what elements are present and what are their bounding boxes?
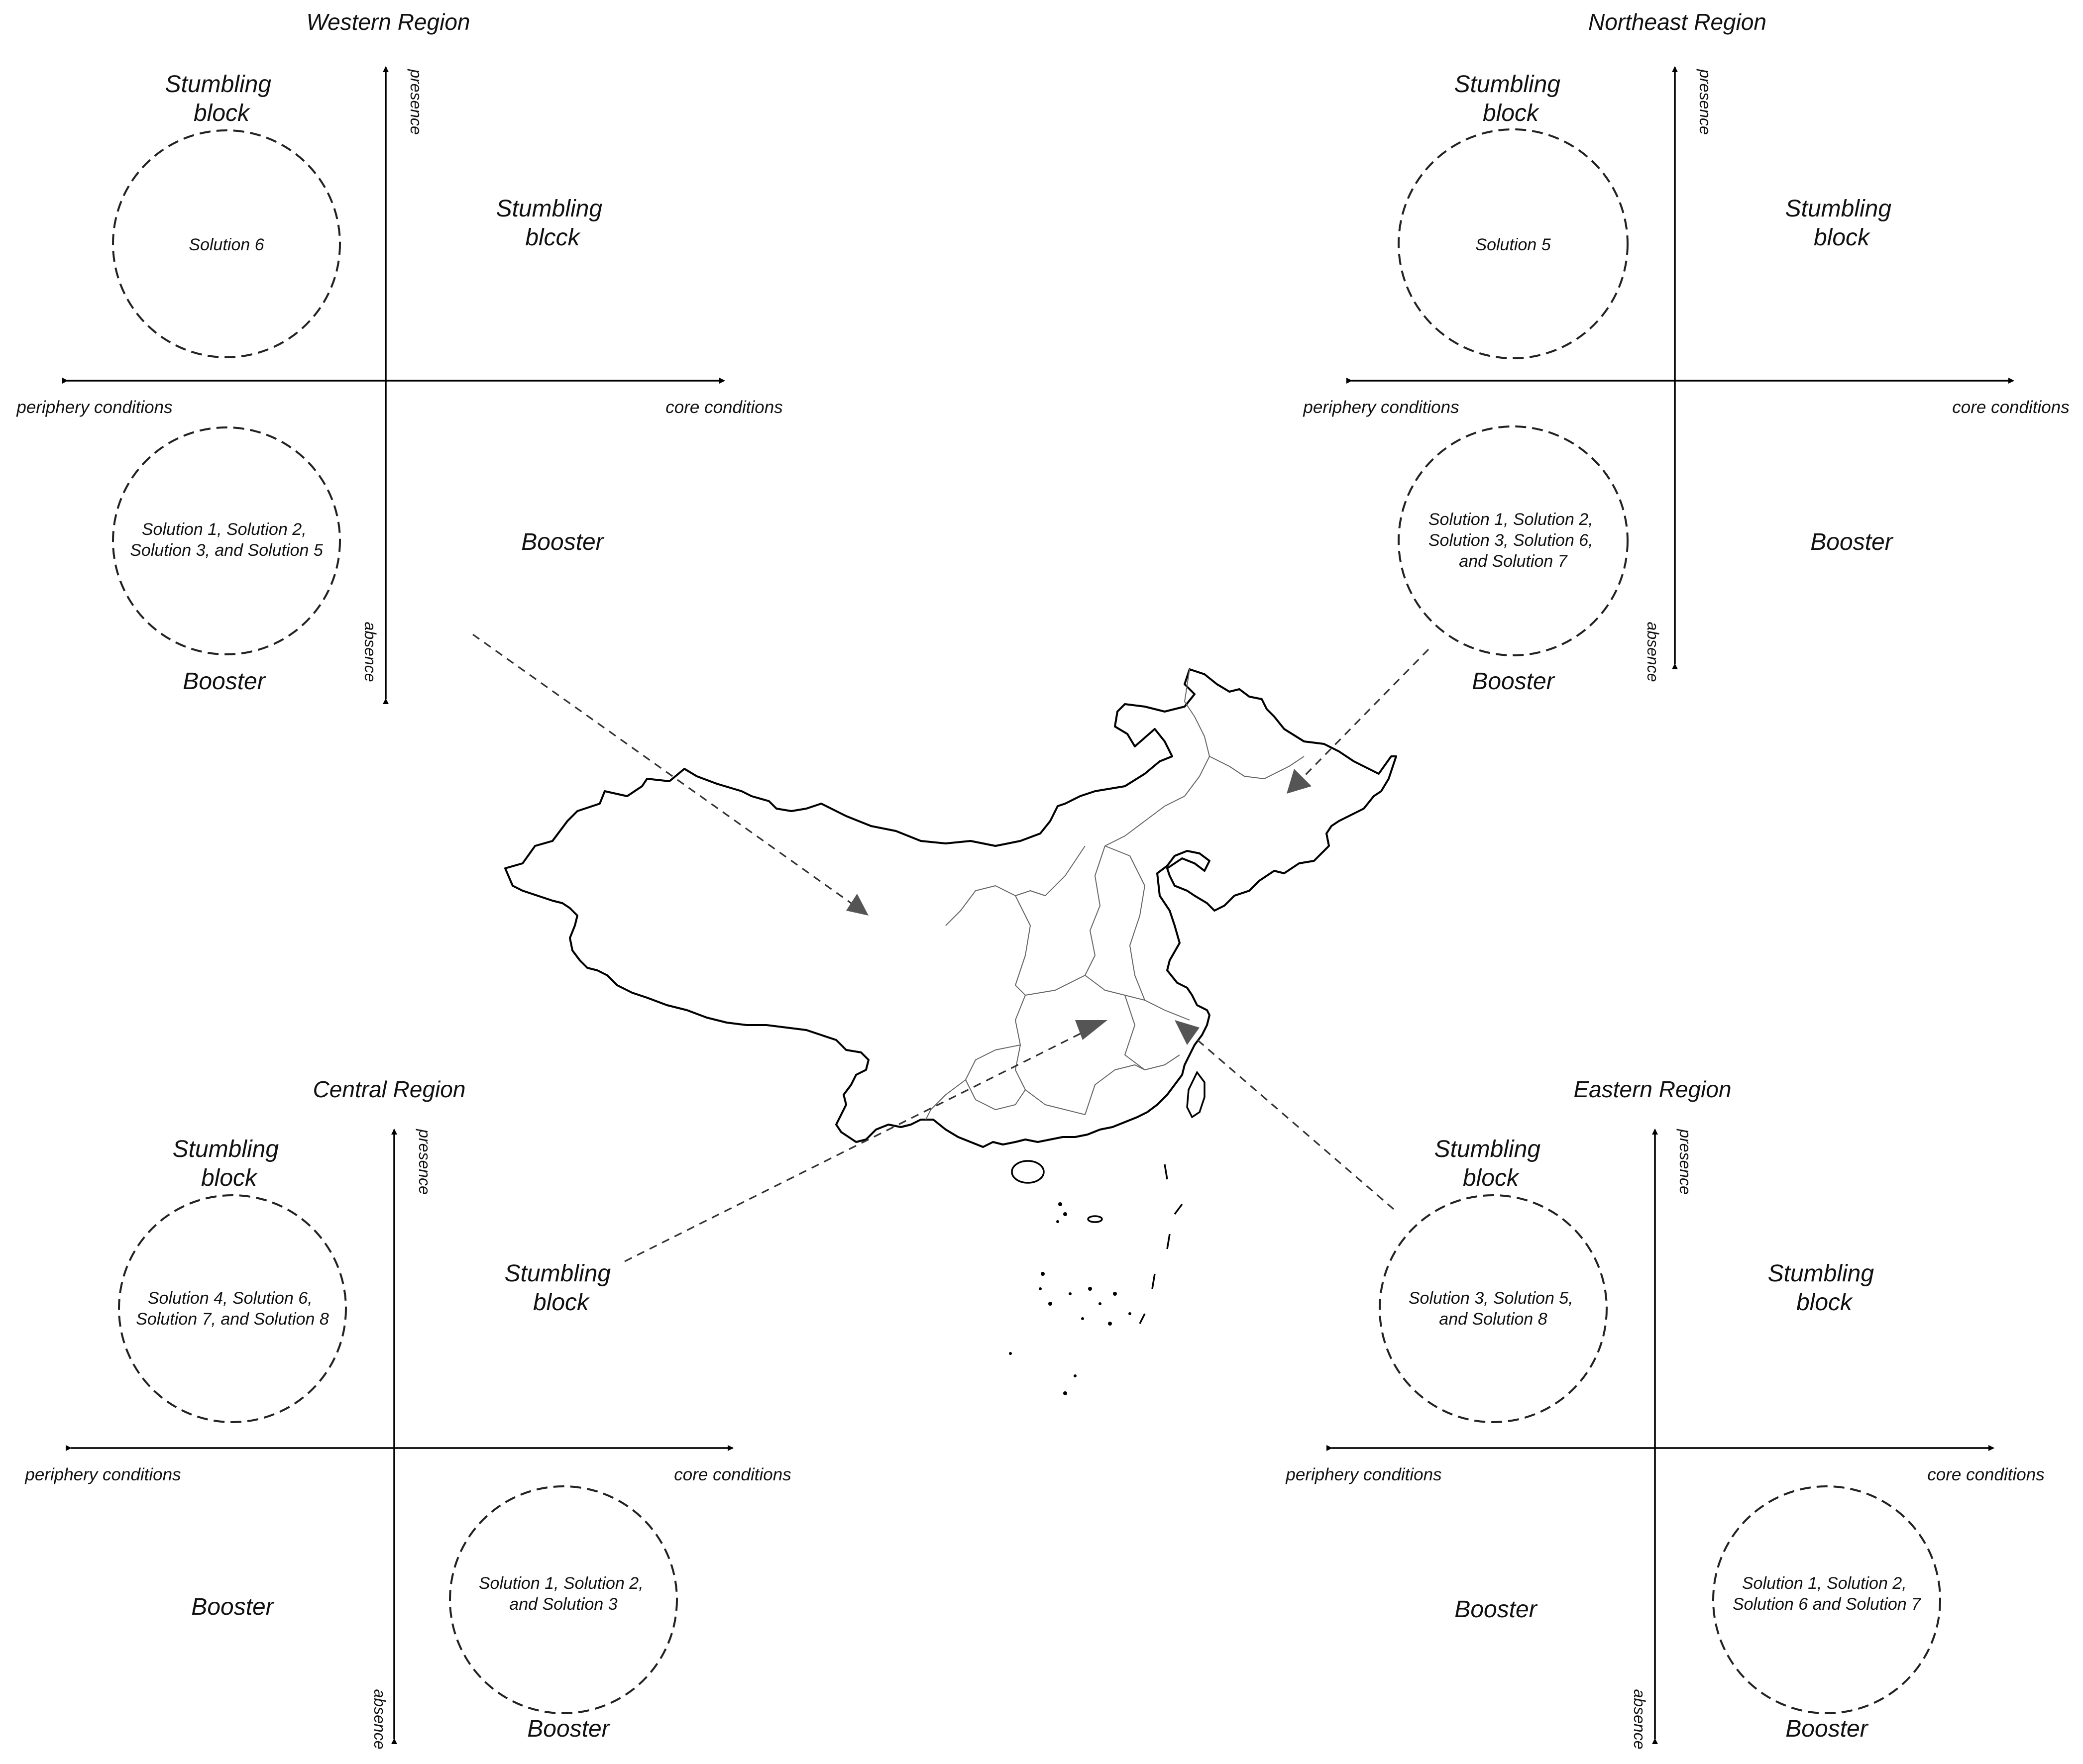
circle-lower-text: Solution 1, Solution 2, Solution 3, Solu… xyxy=(1428,510,1598,571)
label-upper-right: Stumbling block xyxy=(1785,196,1898,251)
panel-title: Northeast Region xyxy=(1588,9,1766,35)
pointer-western-head xyxy=(846,894,869,916)
axis-label-core: core conditions xyxy=(665,398,782,417)
axis-label-periphery: periphery conditions xyxy=(1303,398,1459,417)
taiwan-island xyxy=(1186,1070,1206,1119)
label-lower-right: Booster xyxy=(521,529,604,555)
panel-title: Western Region xyxy=(307,9,470,35)
axis-label-periphery: periphery conditions xyxy=(1285,1465,1441,1484)
pointer-eastern xyxy=(1194,1037,1395,1210)
circle-lower xyxy=(112,426,341,655)
panel-central: Central Region presence absence peripher… xyxy=(24,1076,791,1749)
pointer-northeast-head xyxy=(1287,769,1312,794)
axis-label-periphery: periphery conditions xyxy=(16,398,172,417)
circle-upper-text: Solution 3, Solution 5, and Solution 8 xyxy=(1409,1289,1578,1329)
label-lower-left: Booster xyxy=(1454,1596,1537,1623)
label-upper-left: Stumbling block xyxy=(165,71,278,126)
label-lower-right: Booster xyxy=(1785,1716,1868,1742)
panel-eastern: Eastern Region presence absence peripher… xyxy=(1285,1076,2044,1749)
circle-upper-text: Solution 6 xyxy=(189,235,264,254)
axis-label-core: core conditions xyxy=(674,1465,791,1484)
axis-label-absence: absence xyxy=(1631,1689,1648,1750)
hainan-island xyxy=(1011,1160,1045,1184)
axis-label-presence: presence xyxy=(416,1129,434,1195)
panel-title: Central Region xyxy=(313,1076,466,1102)
label-lower-left: Booster xyxy=(1472,668,1555,695)
label-upper-right: Stumbling block xyxy=(1768,1260,1881,1316)
circle-lower xyxy=(1398,425,1629,656)
axis-label-absence: absence xyxy=(371,1689,389,1750)
circle-lower-text: Solution 1, Solution 2, Solution 6 and S… xyxy=(1733,1574,1921,1614)
circle-lower-text: Solution 1, Solution 2, and Solution 3 xyxy=(479,1574,648,1614)
pointer-central xyxy=(624,1032,1083,1262)
axis-label-presence: presence xyxy=(1696,69,1714,135)
province-borders xyxy=(925,669,1305,1120)
panel-northeast: Northeast Region presence absence periph… xyxy=(1303,9,2069,695)
circle-upper xyxy=(1379,1194,1608,1423)
panel-western: Western Region presence absence peripher… xyxy=(16,9,783,704)
axis-label-periphery: periphery conditions xyxy=(24,1465,181,1484)
pointer-eastern-head xyxy=(1175,1020,1200,1045)
circle-upper xyxy=(112,129,341,358)
label-lower-left: Booster xyxy=(191,1594,274,1620)
label-upper-left: Stumbling block xyxy=(1434,1136,1547,1191)
circle-lower-text: Solution 1, Solution 2, Solution 3, and … xyxy=(130,520,323,560)
label-upper-left: Stumbling block xyxy=(1454,71,1567,126)
axis-label-absence: absence xyxy=(361,622,379,682)
axis-label-absence: absence xyxy=(1644,622,1662,682)
axis-label-presence: presence xyxy=(1676,1129,1694,1195)
label-upper-right: Stumbling block xyxy=(505,1260,618,1316)
circle-lower xyxy=(1712,1485,1941,1714)
label-lower-left: Booster xyxy=(183,668,266,695)
circle-upper xyxy=(118,1194,347,1423)
circle-upper-text: Solution 4, Solution 6, Solution 7, and … xyxy=(136,1289,329,1329)
china-map xyxy=(504,668,1397,1395)
axis-label-core: core conditions xyxy=(1952,398,2069,417)
label-lower-right: Booster xyxy=(1810,529,1893,555)
pointer-western xyxy=(472,633,852,904)
pointer-central-head xyxy=(1075,1020,1107,1040)
south-sea-islands xyxy=(1009,1164,1183,1395)
label-lower-right: Booster xyxy=(527,1716,610,1742)
axis-label-core: core conditions xyxy=(1927,1465,2044,1484)
label-upper-right: Stumbling blcck xyxy=(496,196,609,251)
pointer-northeast xyxy=(1303,648,1429,777)
circle-upper-text: Solution 5 xyxy=(1475,235,1550,254)
panel-title: Eastern Region xyxy=(1573,1076,1731,1102)
label-upper-left: Stumbling block xyxy=(173,1136,286,1191)
axis-label-presence: presence xyxy=(407,69,425,135)
china-outline xyxy=(504,668,1397,1148)
circle-upper xyxy=(1398,128,1629,359)
circle-lower xyxy=(449,1485,678,1714)
pointer-arrows xyxy=(472,633,1429,1262)
